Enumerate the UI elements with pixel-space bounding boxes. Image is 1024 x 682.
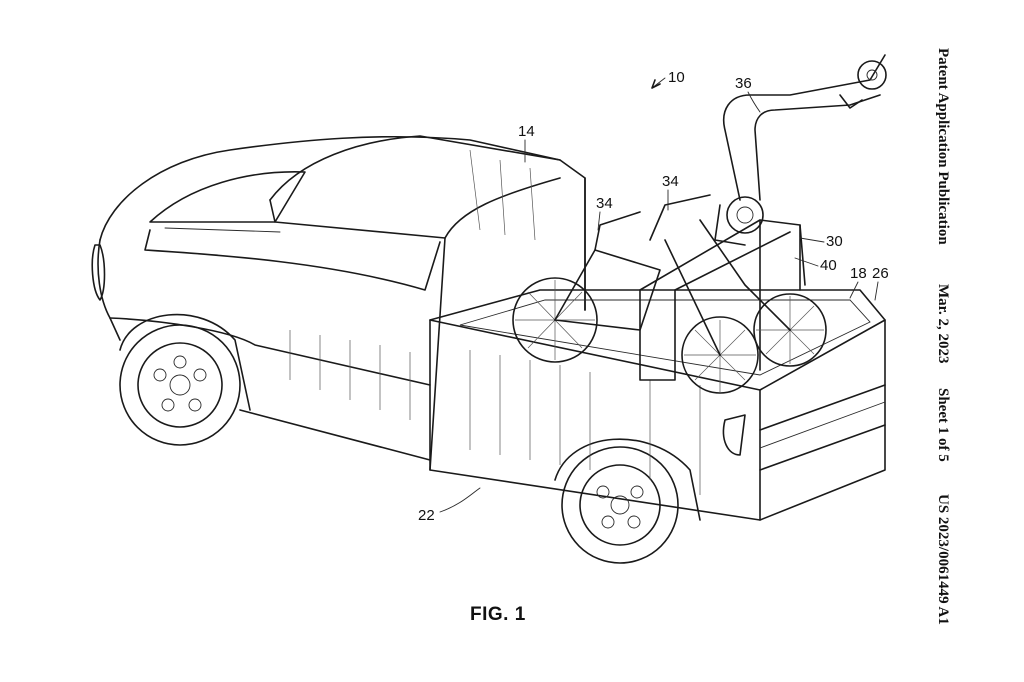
truck-bed bbox=[429, 289, 886, 564]
patent-header: Patent Application Publication Mar. 2, 2… bbox=[929, 48, 969, 638]
figure-caption: FIG. 1 bbox=[470, 604, 526, 625]
reference-numerals: 10 14 36 34 34 30 40 18 26 22 bbox=[418, 69, 889, 524]
publication-type: Patent Application Publication bbox=[935, 48, 951, 245]
publication-number: US 2023/0061449 A1 bbox=[935, 494, 951, 625]
ref-26: 26 bbox=[872, 265, 889, 282]
ref-34-a: 34 bbox=[596, 195, 613, 212]
ref-40: 40 bbox=[820, 257, 837, 274]
truck-body bbox=[91, 135, 586, 471]
ref-10: 10 bbox=[668, 69, 685, 86]
ref-30: 30 bbox=[826, 233, 843, 250]
ref-18: 18 bbox=[850, 265, 867, 282]
publication-date: Mar. 2, 2023 bbox=[935, 284, 951, 364]
loading-arm bbox=[714, 54, 887, 246]
ref-36: 36 bbox=[735, 75, 752, 92]
bike-rack bbox=[639, 219, 806, 381]
ref-22: 22 bbox=[418, 507, 435, 524]
ref-14: 14 bbox=[518, 123, 535, 140]
bicycles bbox=[512, 194, 827, 394]
sheet-number: Sheet 1 of 5 bbox=[935, 388, 951, 462]
ref-34-b: 34 bbox=[662, 173, 679, 190]
